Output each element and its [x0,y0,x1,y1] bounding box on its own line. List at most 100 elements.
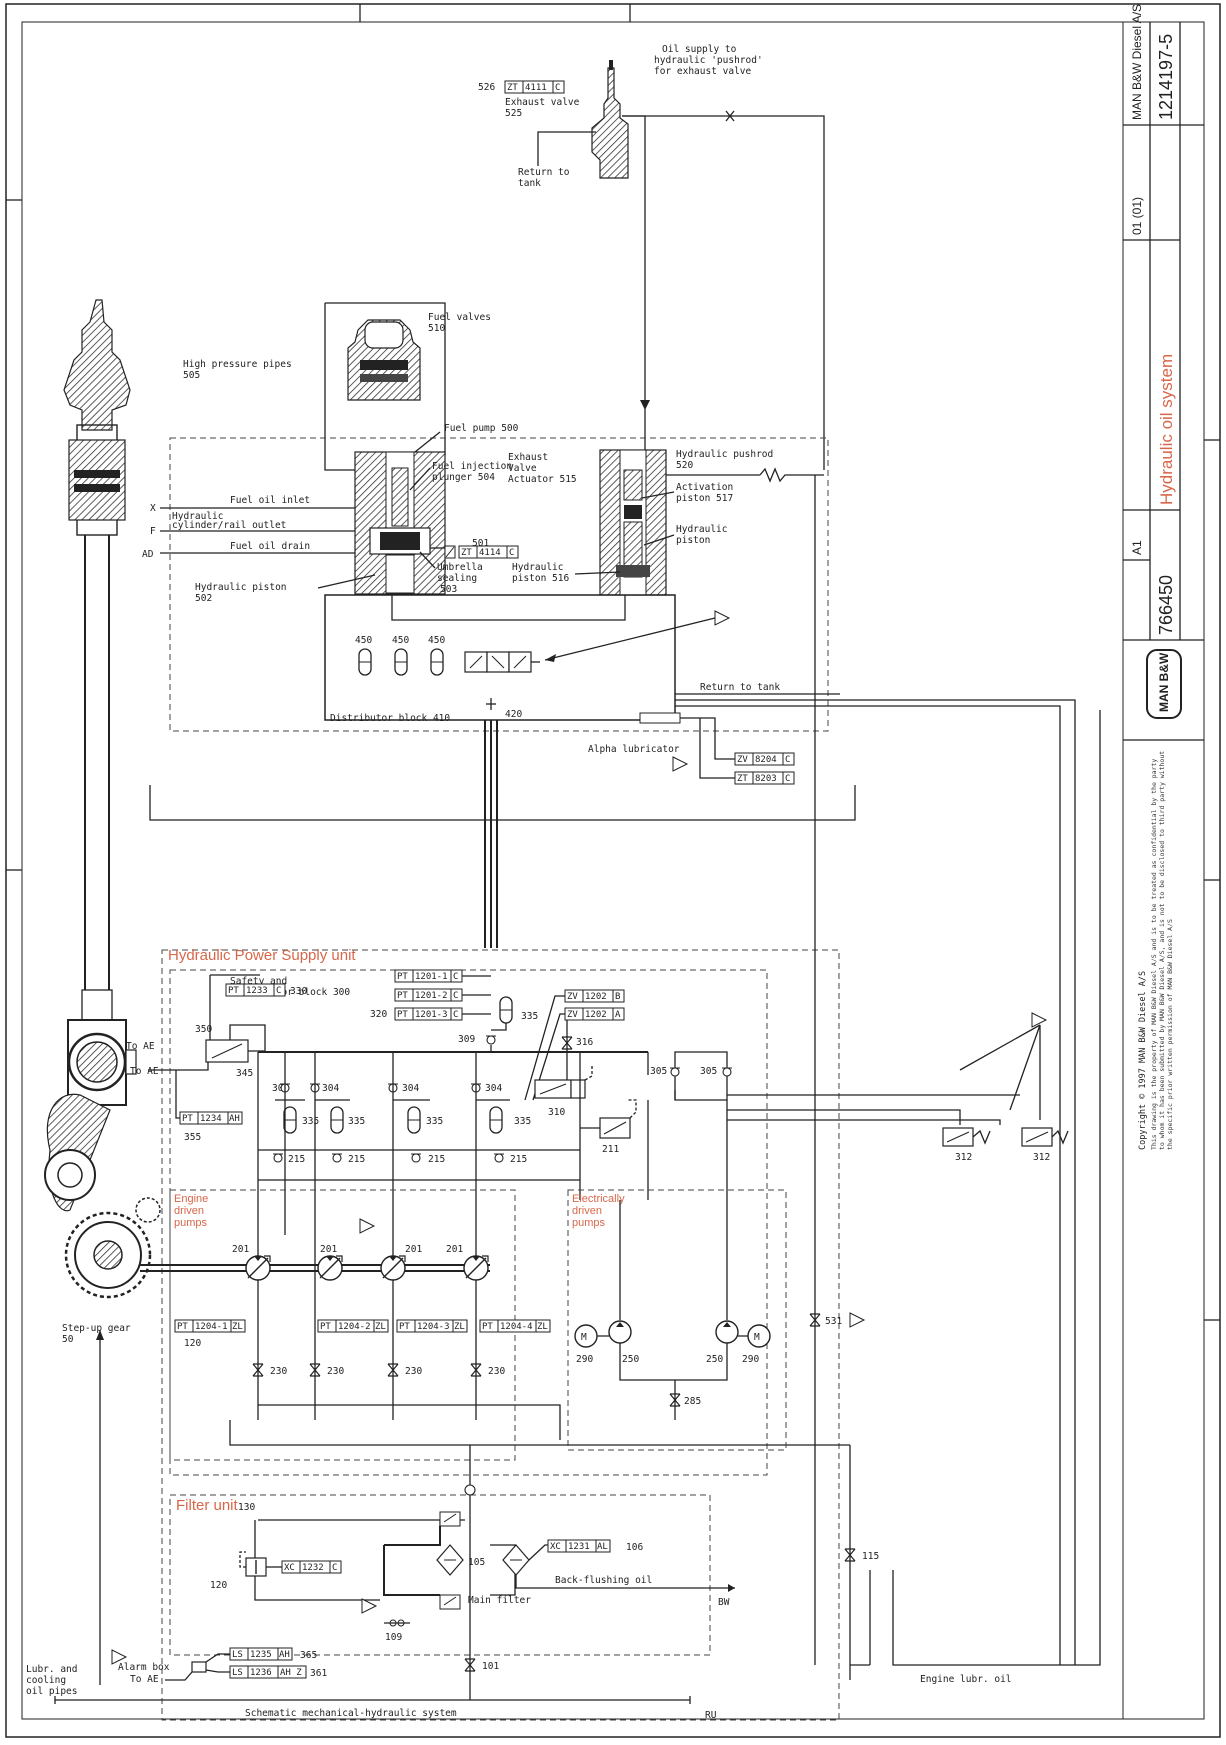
n106: 106 [626,1542,643,1553]
valve-310 [534,1066,593,1099]
accumulator-335-3 [407,1106,421,1134]
n101: 101 [482,1661,499,1672]
port-f: F [150,526,156,537]
accumulator-335-1 [283,1106,297,1134]
distributor-block-group: 450 450 450 Distributor block 410 420 Re… [324,594,1076,1665]
n312-2: 312 [1033,1152,1050,1163]
filter-triangle [361,1598,377,1614]
n305-1: 305 [650,1066,667,1077]
n304-4: 304 [485,1083,502,1094]
svg-text:1234: 1234 [200,1114,222,1124]
n201-1: 201 [232,1244,249,1255]
svg-text:C: C [785,755,790,765]
accumulator-335-4 [489,1106,503,1134]
actuator-label-2: Valve [508,463,537,474]
exhaust-actuator-group: Exhaust Valve Actuator 515 Hydraulic pus… [508,449,824,596]
engine-pumps-title-3: pumps [174,1217,208,1229]
svg-text:C: C [785,774,790,784]
umbrella-no: 503 [440,584,457,595]
svg-text:ZL: ZL [375,1322,386,1332]
pushrod-no: 520 [676,460,693,471]
electric-pumps-group: M M 290 250 250 290 285 531 [574,475,865,1665]
exhaust-valve-drawing [591,60,629,179]
svg-text:C: C [332,1563,337,1573]
svg-text:ZV: ZV [567,992,578,1002]
hp-rail-group: 316 304 304 304 304 335 335 335 335 215 … [257,1012,1047,1235]
triangle-531 [849,1312,865,1328]
svg-text:C: C [509,548,514,558]
hpu-frame [161,949,840,1721]
drawing-title: Hydraulic oil system [1157,354,1176,505]
n201-4: 201 [446,1244,463,1255]
svg-text:ZT: ZT [737,774,748,784]
logo-text: MAN B&W [1157,652,1171,712]
check-215-4 [493,1153,505,1163]
accumulator-450-2 [394,648,408,676]
n316: 316 [576,1037,593,1048]
svg-text:AH: AH [229,1114,240,1124]
fuel-valves-no: 510 [428,323,445,334]
pumps-triangle [359,1218,375,1234]
svg-text:B: B [615,992,620,1002]
pushrod-label: Hydraulic pushrod [676,449,773,460]
actuator-label-3: Actuator 515 [508,474,577,485]
electric-pumps-frame [567,1189,787,1451]
accumulator-450-1 [358,648,372,676]
n335-1: 335 [302,1116,319,1127]
hyd-piston-no: 502 [195,593,212,604]
activation-label: Activation [676,482,733,493]
svg-text:C: C [276,986,281,996]
fuel-valves-label: Fuel valves [428,312,491,323]
copyright-note-wrap: This drawing is the property of MAN B&W … [1150,750,1174,1150]
hp-pipes-no: 505 [183,370,200,381]
svg-text:PT: PT [399,1322,410,1332]
exhaust-sensor-no: 526 [478,82,495,93]
fuel-pump-group: Fuel pump 500 Fuel injection plunger 504… [142,423,519,604]
n310: 310 [548,1107,565,1118]
hpu-inner-frame [169,969,768,1476]
accumulator-335-top [499,996,513,1024]
to-ae-bottom: To AE [130,1674,159,1685]
svg-text:PT: PT [397,991,408,1001]
n335-2: 335 [348,1116,365,1127]
copyright-note: This drawing is the property of MAN B&W … [1150,750,1174,1150]
svg-text:1233: 1233 [246,986,268,996]
filter-title: Filter unit [176,1497,239,1514]
oil-supply-note-2: hydraulic 'pushrod' [654,55,763,66]
ru-label: RU [705,1710,717,1721]
to-ae-left: To AE [126,1041,155,1052]
svg-text:1231: 1231 [568,1542,590,1552]
svg-text:1202: 1202 [585,1010,607,1020]
hyd-piston-act-label-b: piston [676,535,710,546]
svg-text:PT: PT [482,1322,493,1332]
n250-2: 250 [706,1354,723,1365]
n230-4: 230 [488,1366,505,1377]
svg-text:1204-1: 1204-1 [195,1322,228,1332]
hyd-piston-516-label-b: piston 516 [512,573,569,584]
umbrella-label: Umbrella [437,562,483,573]
safety-label-1: Safety and [230,976,287,987]
n345: 345 [236,1068,253,1079]
hp-pipes-label: High pressure pipes [183,359,292,370]
n312-1: 312 [955,1152,972,1163]
svg-text:1204-2: 1204-2 [338,1322,371,1332]
safety-label-2: accumulator block 300 [230,987,350,998]
svg-text:ZL: ZL [232,1322,243,1332]
motor-1-label: M [581,1332,587,1343]
svg-text:C: C [555,83,560,93]
svg-text:1201-2: 1201-2 [415,991,448,1001]
svg-text:1201-3: 1201-3 [415,1010,448,1020]
exhaust-valve-label: Exhaust valve [505,97,580,108]
n335-4: 335 [514,1116,531,1127]
svg-text:ZL: ZL [454,1322,465,1332]
check-305-2 [721,1067,733,1077]
